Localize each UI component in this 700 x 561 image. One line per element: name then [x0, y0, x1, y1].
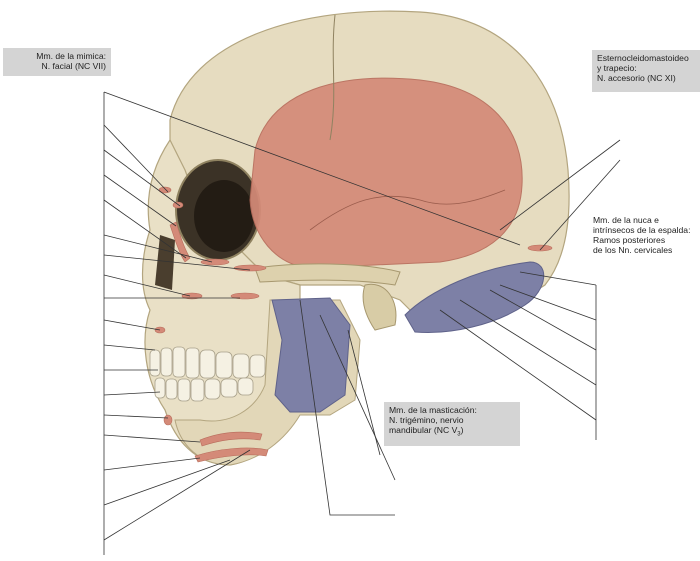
label-line: Mm. de la nuca e: [593, 215, 659, 225]
label-line: Ramos posteriores: [593, 235, 666, 245]
label-text: mandibular (NC V: [389, 425, 458, 435]
label-line: N. facial (NC VII): [41, 61, 106, 71]
label-line: y trapecio:: [597, 63, 637, 73]
label-facial-muscles: Mm. de la mimica: N. facial (NC VII): [3, 48, 111, 76]
label-line: intrínsecos de la espalda:: [593, 225, 691, 235]
label-line: mandibular (NC V3): [389, 425, 515, 440]
label-line: N. accesorio (NC XI): [597, 73, 676, 83]
label-sternocleidomastoid: Esternocleidomastoideo y trapecio: N. ac…: [592, 50, 700, 92]
label-line: N. trigémino, nervio: [389, 415, 464, 425]
teeth: [149, 346, 266, 402]
leader-lines: [103, 91, 621, 555]
masseter-insertion: [271, 297, 351, 413]
neck-muscle-area: [404, 261, 545, 333]
label-neck-muscles: Mm. de la nuca e intrínsecos de la espal…: [588, 212, 700, 270]
temporalis-muscle-area: [249, 77, 523, 269]
label-subscript: 3: [457, 431, 461, 438]
label-line: Mm. de la masticación:: [389, 405, 477, 415]
label-line: de los Nn. cervicales: [593, 245, 673, 255]
label-line: Esternocleidomastoideo: [597, 53, 689, 63]
label-text: ): [460, 425, 464, 435]
label-masticatory-muscles: Mm. de la masticación: N. trigémino, ner…: [384, 402, 520, 446]
label-line: Mm. de la mimica:: [36, 51, 106, 61]
